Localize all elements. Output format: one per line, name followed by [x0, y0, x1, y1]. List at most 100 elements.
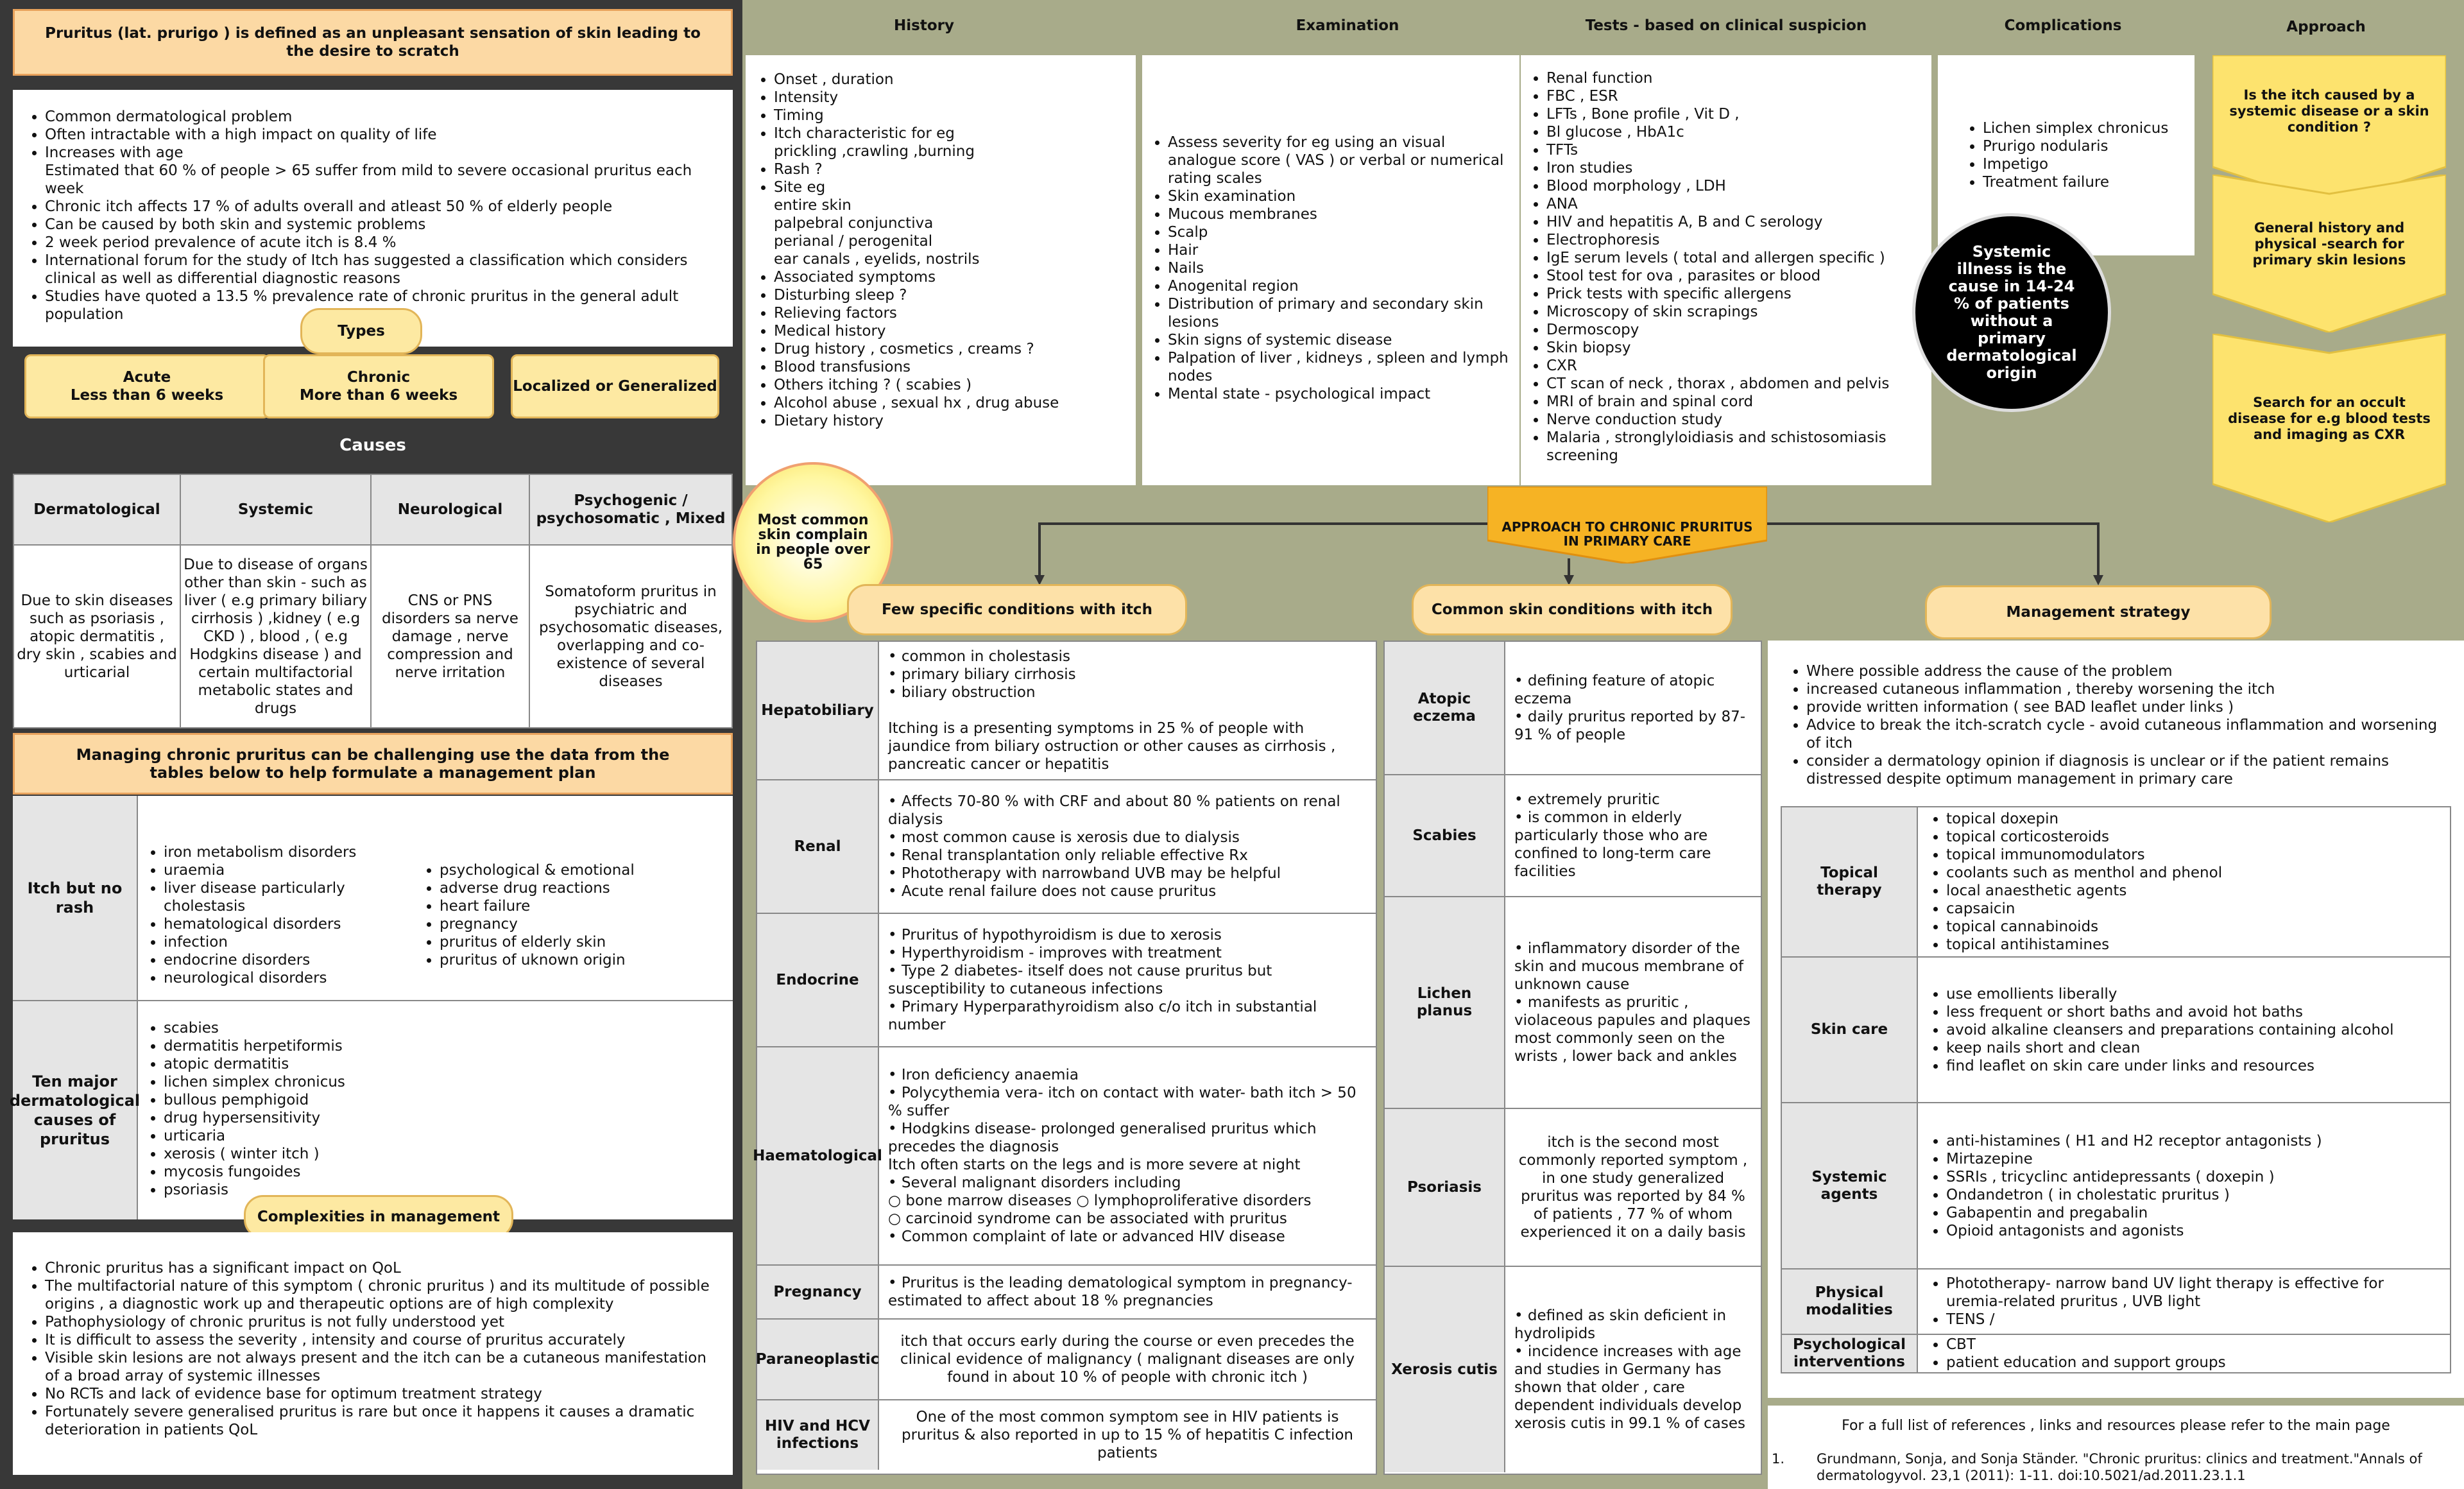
itch-no-rash-list-2: psychological & emotionaladverse drug re… — [420, 843, 690, 1000]
list-item: atopic dermatitis — [164, 1055, 726, 1073]
complexities-box: Chronic pruritus has a significant impac… — [13, 1232, 733, 1475]
list-item: hematological disorders — [164, 915, 420, 933]
complications-list: Lichen simplex chronicusPrurigo nodulari… — [1964, 119, 2188, 191]
approach-step: General history and physical -search for… — [2212, 175, 2446, 332]
list-item: Medical history — [774, 322, 1125, 340]
list-item: local anaesthetic agents — [1946, 882, 2222, 900]
row-text: • defined as skin deficient in hydrolipi… — [1514, 1307, 1745, 1432]
list-item: TENS / — [1946, 1311, 2441, 1329]
table-row: Pregnancy • Pruritus is the leading demat… — [757, 1266, 1376, 1320]
center-banner: APPROACH TO CHRONIC PRURITUS IN PRIMARY … — [1487, 486, 1767, 564]
row-text: • extremely pruritic • is common in elde… — [1514, 791, 1711, 880]
list-item: Nerve conduction study — [1546, 411, 1919, 429]
list-item: bullous pemphigoid — [164, 1091, 726, 1109]
causes-header: Systemic — [180, 474, 372, 546]
itch-no-rash-label: Itch but no rash — [13, 796, 138, 1000]
list-item: pruritus of uknown origin — [440, 951, 690, 969]
list-item: Dietary history — [774, 412, 1125, 430]
examination-box: Assess severity for eg using an visual a… — [1142, 55, 1519, 485]
list-item: Can be caused by both skin and systemic … — [45, 216, 720, 234]
references-note: For a full list of references , links an… — [1842, 1418, 2390, 1434]
list-item: provide written information ( see BAD le… — [1806, 698, 2451, 716]
list-item: psychological & emotional — [440, 861, 690, 879]
list-item: Others itching ? ( scabies ) — [774, 376, 1125, 394]
list-item: ANA — [1546, 195, 1919, 213]
approach-step: Is the itch caused by a systemic disease… — [2212, 55, 2446, 205]
row-text: • Pruritus is the leading dematological … — [888, 1275, 1353, 1309]
list-item: Dermoscopy — [1546, 321, 1919, 339]
approach-title: Approach — [2286, 19, 2366, 35]
list-item: Visible skin lesions are not always pres… — [45, 1349, 720, 1385]
list-item: International forum for the study of Itc… — [45, 252, 720, 288]
list-item: Nails — [1168, 259, 1513, 277]
few-specific-pill: Few specific conditions with itch — [847, 584, 1187, 635]
list-item: Studies have quoted a 13.5 % prevalence … — [45, 288, 720, 323]
table-row: Physical modalitiesPhototherapy- narrow … — [1782, 1270, 2450, 1335]
list-item: find leaflet on skin care under links an… — [1946, 1057, 2394, 1075]
approach-step-text: Search for an occult disease for e.g blo… — [2228, 394, 2431, 442]
list-item: avoid alkaline cleansers and preparation… — [1946, 1021, 2394, 1039]
causes-cell: Due to disease of organs other than skin… — [180, 544, 372, 728]
table-row: Hepatobiliary• common in cholestasis • p… — [757, 642, 1376, 780]
list-item: Itch characteristic for eg prickling ,cr… — [774, 125, 1125, 160]
facts-box: Common dermatological problemOften intra… — [13, 90, 733, 347]
list-item: Fortunately severe generalised pruritus … — [45, 1403, 720, 1439]
list-item: Gabapentin and pregabalin — [1946, 1204, 2322, 1222]
managing-table: Itch but no rash iron metabolism disorde… — [10, 796, 733, 1219]
row-text: • Iron deficiency anaemia • Polycythemia… — [888, 1067, 1356, 1245]
row-text: • common in cholestasis • primary biliar… — [888, 648, 1336, 773]
type-box: Acute Less than 6 weeks — [24, 354, 270, 418]
systemic-illness-circle: Systemic illness is the cause in 14-24 %… — [1912, 213, 2111, 412]
list-item: Stool test for ova , parasites or blood — [1546, 267, 1919, 285]
itch-no-rash-list-1: iron metabolism disordersuraemialiver di… — [144, 843, 420, 1000]
common-skin-pill: Common skin conditions with itch — [1412, 584, 1733, 635]
row-text: itch that occurs early during the course… — [900, 1333, 1355, 1386]
list-item: topical antihistamines — [1946, 936, 2222, 954]
list-item: Ondandetron ( in cholestatic pruritus ) — [1946, 1186, 2322, 1204]
list-item: CBT — [1946, 1336, 2226, 1354]
list-item: endocrine disorders — [164, 951, 420, 969]
list-item: xerosis ( winter itch ) — [164, 1145, 726, 1163]
row-label: Endocrine — [757, 914, 879, 1046]
list-item: psoriasis — [164, 1181, 726, 1199]
center-banner-text: APPROACH TO CHRONIC PRURITUS IN PRIMARY … — [1502, 519, 1753, 549]
row-label: Pregnancy — [757, 1266, 879, 1318]
list-item: coolants such as menthol and phenol — [1946, 864, 2222, 882]
list-item: use emollients liberally — [1946, 985, 2394, 1003]
list-item: neurological disorders — [164, 969, 420, 987]
list-item: Electrophoresis — [1546, 231, 1919, 249]
history-box: Onset , durationIntensityTimingItch char… — [746, 55, 1136, 485]
row-label: Psoriasis — [1385, 1109, 1505, 1266]
list-item: Drug history , cosmetics , creams ? — [774, 340, 1125, 358]
row-label: Xerosis cutis — [1385, 1267, 1505, 1472]
complexities-list: Chronic pruritus has a significant impac… — [26, 1259, 720, 1439]
list-item: SSRIs , tricyclinc antidepressants ( dox… — [1946, 1168, 2322, 1186]
facts-list: Common dermatological problemOften intra… — [26, 108, 720, 323]
list-item: Site eg entire skin palpebral conjunctiv… — [774, 178, 1125, 268]
list-item: adverse drug reactions — [440, 879, 690, 897]
list-item: Opioid antagonists and agonists — [1946, 1222, 2322, 1240]
row-label: Skin care — [1782, 958, 1918, 1103]
list-item: Distribution of primary and secondary sk… — [1168, 295, 1513, 331]
causes-header: Neurological — [370, 474, 530, 546]
list-item: Palpation of liver , kidneys , spleen an… — [1168, 349, 1513, 385]
list-item: Advice to break the itch-scratch cycle -… — [1806, 716, 2451, 752]
list-item: Assess severity for eg using an visual a… — [1168, 133, 1513, 187]
list-item: Timing — [774, 107, 1125, 125]
causes-header: Psychogenic / psychosomatic , Mixed — [529, 474, 733, 546]
list-item: keep nails short and clean — [1946, 1039, 2394, 1057]
examination-list: Assess severity for eg using an visual a… — [1149, 133, 1513, 403]
list-item: MRI of brain and spinal cord — [1546, 393, 1919, 411]
table-row: Topical therapytopical doxepintopical co… — [1782, 807, 2450, 958]
definition-box: Pruritus (lat. prurigo ) is defined as a… — [13, 9, 733, 76]
table-row: Scabies• extremely pruritic • is common … — [1385, 775, 1761, 897]
list-item: topical corticosteroids — [1946, 828, 2222, 846]
list-item: Relieving factors — [774, 304, 1125, 322]
row-label: Physical modalities — [1782, 1270, 1918, 1334]
list-item: Associated symptoms — [774, 268, 1125, 286]
list-item: Skin signs of systemic disease — [1168, 331, 1513, 349]
list-item: uraemia — [164, 861, 420, 879]
few-specific-table: Hepatobiliary• common in cholestasis • p… — [753, 641, 1377, 1475]
